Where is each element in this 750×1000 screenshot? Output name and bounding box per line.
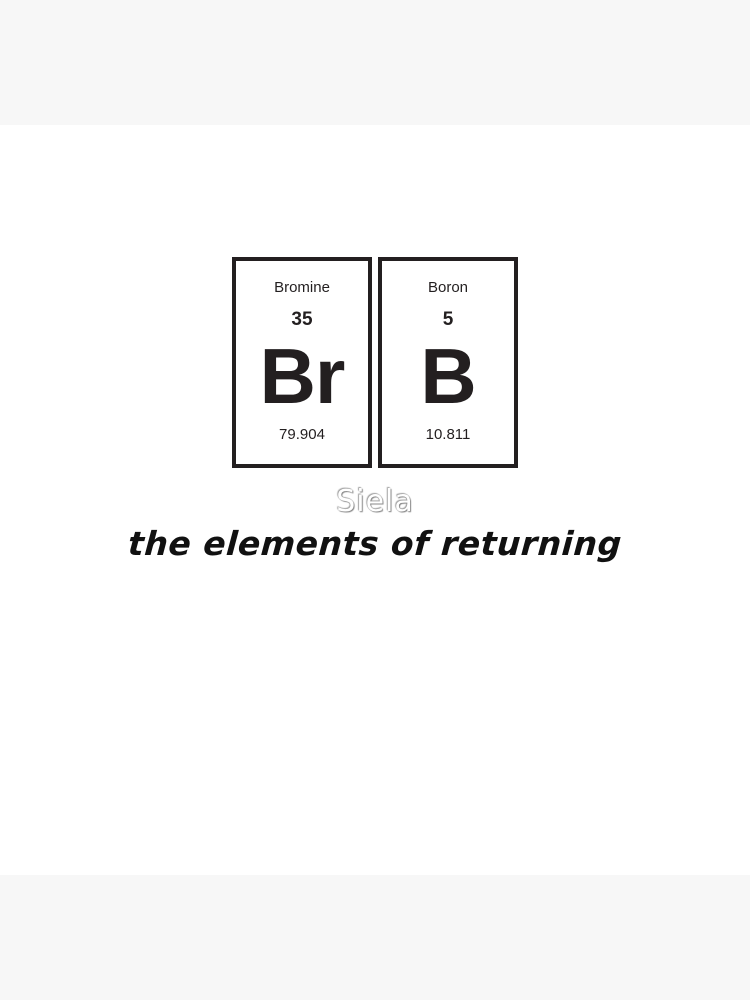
element-tile-bromine: Bromine 35 Br 79.904	[232, 257, 372, 468]
design-canvas	[0, 125, 750, 875]
artist-watermark: Siela	[336, 484, 414, 519]
atomic-number: 5	[442, 309, 454, 330]
atomic-number: 35	[291, 309, 313, 330]
element-name: Boron	[427, 279, 469, 296]
element-symbol: Br	[259, 332, 346, 420]
element-name: Bromine	[274, 279, 330, 296]
tagline: the elements of returning	[126, 524, 624, 563]
element-symbol: B	[420, 332, 476, 420]
bottom-band	[0, 875, 750, 1000]
atomic-mass: 79.904	[279, 426, 325, 443]
top-band	[0, 0, 750, 125]
atomic-mass: 10.811	[425, 426, 471, 443]
element-tile-boron: Boron 5 B 10.811	[378, 257, 518, 468]
